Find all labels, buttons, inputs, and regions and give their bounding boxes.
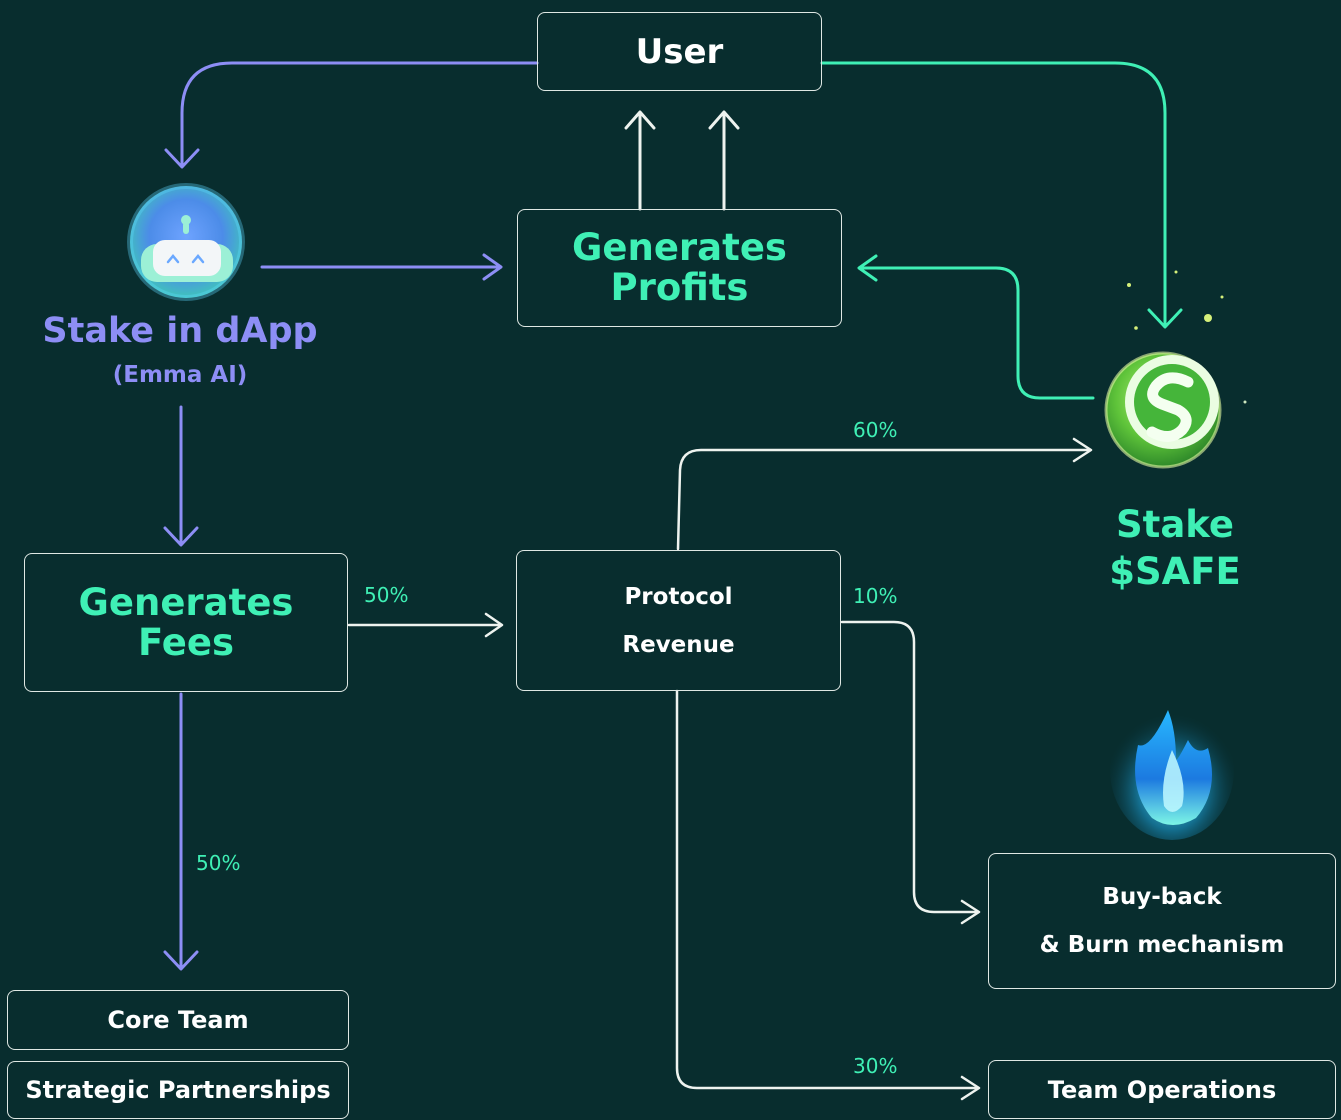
connector-fees-to-revenue bbox=[347, 612, 504, 638]
team-ops-label: Team Operations bbox=[1047, 1075, 1277, 1104]
connector-dapp-to-fees bbox=[163, 405, 199, 547]
node-user-label: User bbox=[635, 31, 724, 72]
connector-dapp-to-profits bbox=[260, 253, 503, 281]
stake-line1: Stake bbox=[1115, 503, 1234, 546]
pct-fees-to-revenue: 50% bbox=[364, 583, 409, 607]
connector-revenue-to-ops bbox=[675, 689, 981, 1101]
connector-revenue-to-stake bbox=[676, 437, 1093, 551]
revenue-line1: Protocol bbox=[624, 583, 733, 610]
node-generates-profits: Generates Profits bbox=[517, 209, 842, 327]
node-core-team: Core Team bbox=[7, 990, 349, 1050]
connector-user-to-stake bbox=[820, 61, 1183, 329]
safe-coin-icon bbox=[1104, 270, 1247, 469]
stake-line2: $SAFE bbox=[1109, 550, 1241, 593]
profits-line2: Profits bbox=[610, 266, 749, 309]
pct-fees-to-team: 50% bbox=[196, 851, 241, 875]
partnerships-label: Strategic Partnerships bbox=[25, 1076, 331, 1104]
buyback-line2: & Burn mechanism bbox=[1039, 932, 1285, 958]
profits-line1: Generates bbox=[572, 226, 787, 269]
connector-revenue-to-burn bbox=[840, 620, 981, 925]
node-buyback-burn: Buy-back & Burn mechanism bbox=[988, 853, 1336, 989]
blue-flame-icon bbox=[1110, 700, 1234, 840]
revenue-line2: Revenue bbox=[622, 631, 735, 658]
pct-revenue-to-ops: 30% bbox=[853, 1054, 898, 1078]
fees-line2: Fees bbox=[138, 620, 234, 664]
core-team-label: Core Team bbox=[107, 1006, 249, 1034]
robot-icon bbox=[127, 183, 245, 301]
connector-profits-to-user bbox=[624, 110, 740, 211]
node-team-operations: Team Operations bbox=[988, 1060, 1336, 1119]
node-protocol-revenue: Protocol Revenue bbox=[516, 550, 841, 691]
buyback-line1: Buy-back bbox=[1102, 884, 1222, 910]
pct-revenue-to-stake: 60% bbox=[853, 418, 898, 442]
connector-stake-to-profits bbox=[857, 254, 1095, 400]
connector-user-to-dapp bbox=[164, 61, 539, 169]
connector-fees-to-team bbox=[163, 692, 199, 971]
fees-line1: Generates bbox=[78, 580, 294, 624]
node-strategic-partnerships: Strategic Partnerships bbox=[7, 1061, 349, 1119]
node-user: User bbox=[537, 12, 822, 91]
dapp-subtitle: (Emma AI) bbox=[112, 362, 248, 388]
node-generates-fees: Generates Fees bbox=[24, 553, 348, 692]
dapp-title: Stake in dApp bbox=[42, 311, 318, 351]
pct-revenue-to-burn: 10% bbox=[853, 584, 898, 608]
